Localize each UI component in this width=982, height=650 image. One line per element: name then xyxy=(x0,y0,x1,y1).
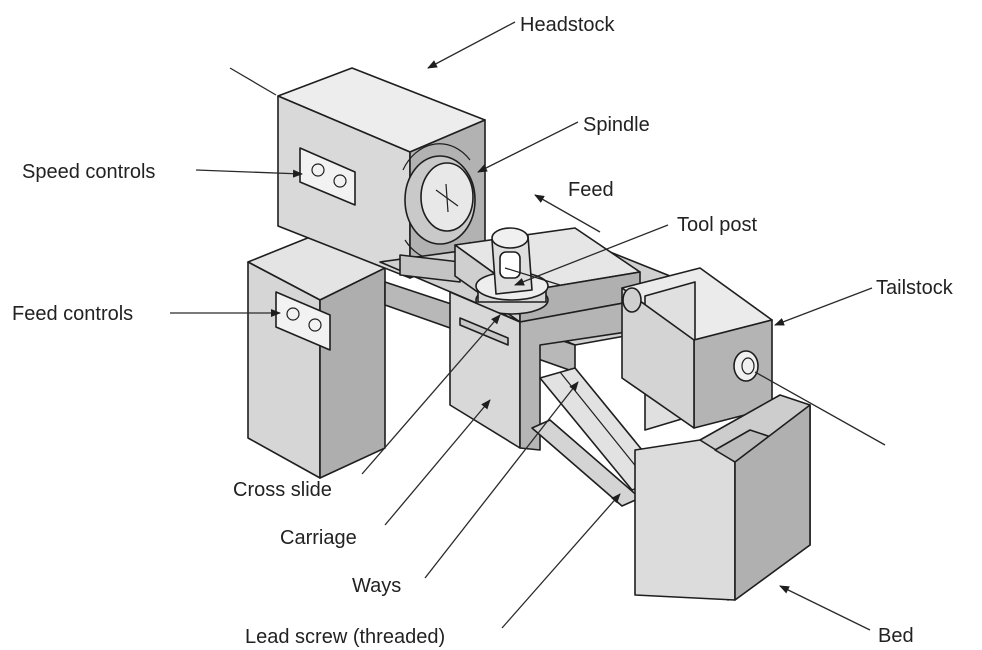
ways-leader xyxy=(424,381,579,579)
headstock-leader xyxy=(427,21,516,69)
bed-base xyxy=(634,394,811,601)
lead-screw-leader xyxy=(501,493,621,629)
label-carriage: Carriage xyxy=(280,527,357,549)
label-ways: Ways xyxy=(352,575,401,597)
tailstock-leader xyxy=(774,287,873,326)
tool-post-leader xyxy=(514,224,669,286)
headstock-base xyxy=(247,232,386,479)
tailstock-axis-line xyxy=(754,371,886,446)
feed-arrow xyxy=(534,194,601,233)
labels: Headstock Spindle Speed controls Feed To… xyxy=(12,14,954,648)
label-lead-screw: Lead screw (threaded) xyxy=(245,626,445,648)
headstock-extension-line xyxy=(229,67,277,96)
carriage-leader xyxy=(384,399,491,526)
leader-lines xyxy=(170,21,886,631)
cross-slide-leader xyxy=(361,314,501,475)
label-spindle: Spindle xyxy=(583,114,650,136)
lathe-machine xyxy=(247,67,811,601)
speed-controls-leader xyxy=(195,169,303,178)
label-headstock: Headstock xyxy=(520,14,615,36)
label-tailstock: Tailstock xyxy=(876,277,954,299)
label-cross-slide: Cross slide xyxy=(233,479,332,501)
tailstock xyxy=(621,267,773,431)
label-tool-post: Tool post xyxy=(677,214,757,236)
label-speed-controls: Speed controls xyxy=(22,161,155,183)
bed-leader xyxy=(779,585,871,631)
label-feed: Feed xyxy=(568,179,614,201)
spindle-leader xyxy=(477,121,579,173)
label-bed: Bed xyxy=(878,625,914,647)
label-feed-controls: Feed controls xyxy=(12,303,133,325)
